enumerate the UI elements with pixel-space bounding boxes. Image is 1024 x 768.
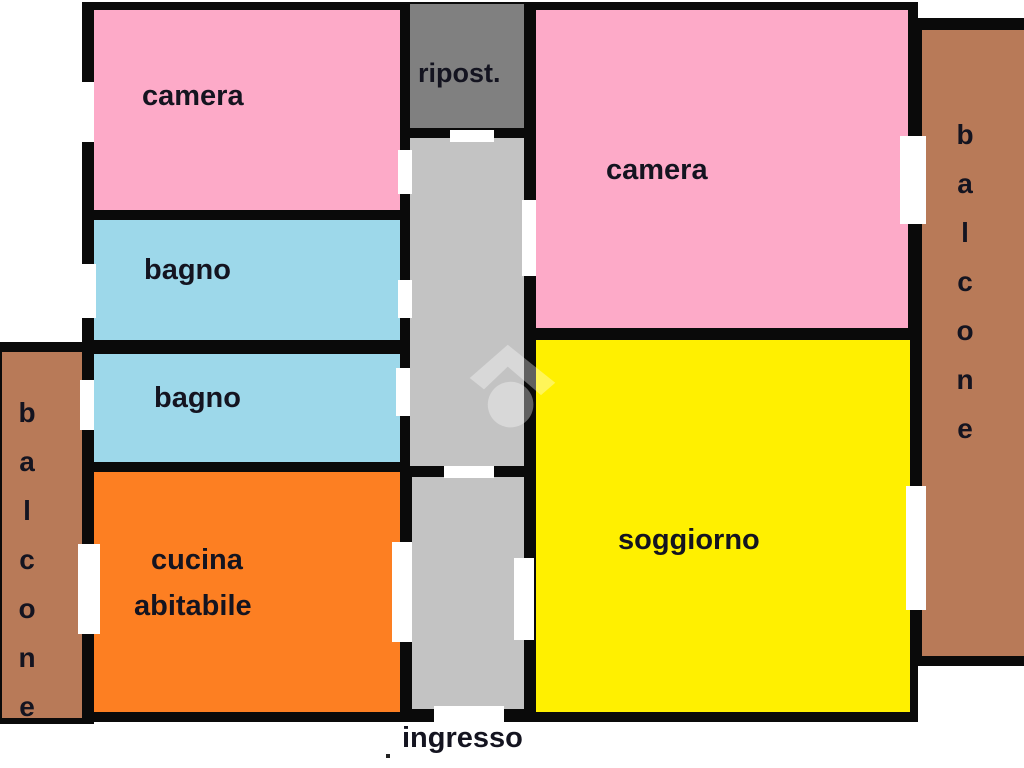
room-camera-1: camera bbox=[94, 10, 400, 210]
window-camera-2-balcony bbox=[900, 136, 926, 224]
window-cucina bbox=[78, 544, 100, 634]
balcony-right-label: b a l c o n e bbox=[956, 119, 974, 444]
window-bagno-1 bbox=[82, 264, 96, 318]
entrance-opening bbox=[434, 706, 504, 724]
balcony-left-label: b a l c o n e bbox=[18, 397, 36, 722]
room-label-soggiorno: soggiorno bbox=[618, 524, 760, 556]
door-corridor-divider bbox=[444, 466, 494, 478]
exterior-top-right bbox=[918, 0, 1024, 18]
room-label-cucina-line2: abitabile bbox=[134, 590, 252, 622]
room-cucina: cucina abitabile bbox=[94, 472, 400, 712]
label-ingresso: ingresso bbox=[402, 722, 523, 754]
door-camera-1 bbox=[398, 150, 412, 194]
room-label-cucina-line1: cucina bbox=[151, 544, 243, 576]
window-soggiorno-balcony bbox=[906, 486, 926, 610]
room-camera-2: camera bbox=[536, 10, 908, 328]
room-bagno-1: bagno bbox=[94, 220, 400, 340]
balcony-left bbox=[2, 352, 82, 718]
door-soggiorno bbox=[514, 558, 534, 640]
window-bagno-2 bbox=[80, 380, 94, 430]
corridor-ingresso bbox=[412, 477, 524, 709]
door-camera-2 bbox=[522, 200, 536, 276]
room-label-ripostiglio: ripost. bbox=[418, 58, 501, 88]
balcony-right bbox=[922, 30, 1024, 656]
door-bagno-2 bbox=[396, 368, 410, 416]
door-ripostiglio bbox=[450, 130, 494, 142]
door-cucina bbox=[392, 542, 412, 642]
room-label-camera-2: camera bbox=[606, 154, 708, 186]
exterior-top-left bbox=[0, 0, 82, 342]
room-label-bagno-1: bagno bbox=[144, 254, 231, 286]
window-camera-1 bbox=[82, 82, 94, 142]
room-bagno-2: bagno bbox=[94, 354, 400, 462]
corridor-upper bbox=[410, 138, 524, 466]
dot-mark bbox=[386, 754, 390, 758]
room-soggiorno: soggiorno bbox=[536, 340, 910, 712]
watermark-logo-icon bbox=[469, 344, 556, 428]
room-label-bagno-2: bagno bbox=[154, 382, 241, 414]
room-label-camera-1: camera bbox=[142, 80, 244, 112]
room-ripostiglio: ripost. bbox=[410, 4, 524, 128]
door-bagno-1 bbox=[398, 280, 412, 318]
